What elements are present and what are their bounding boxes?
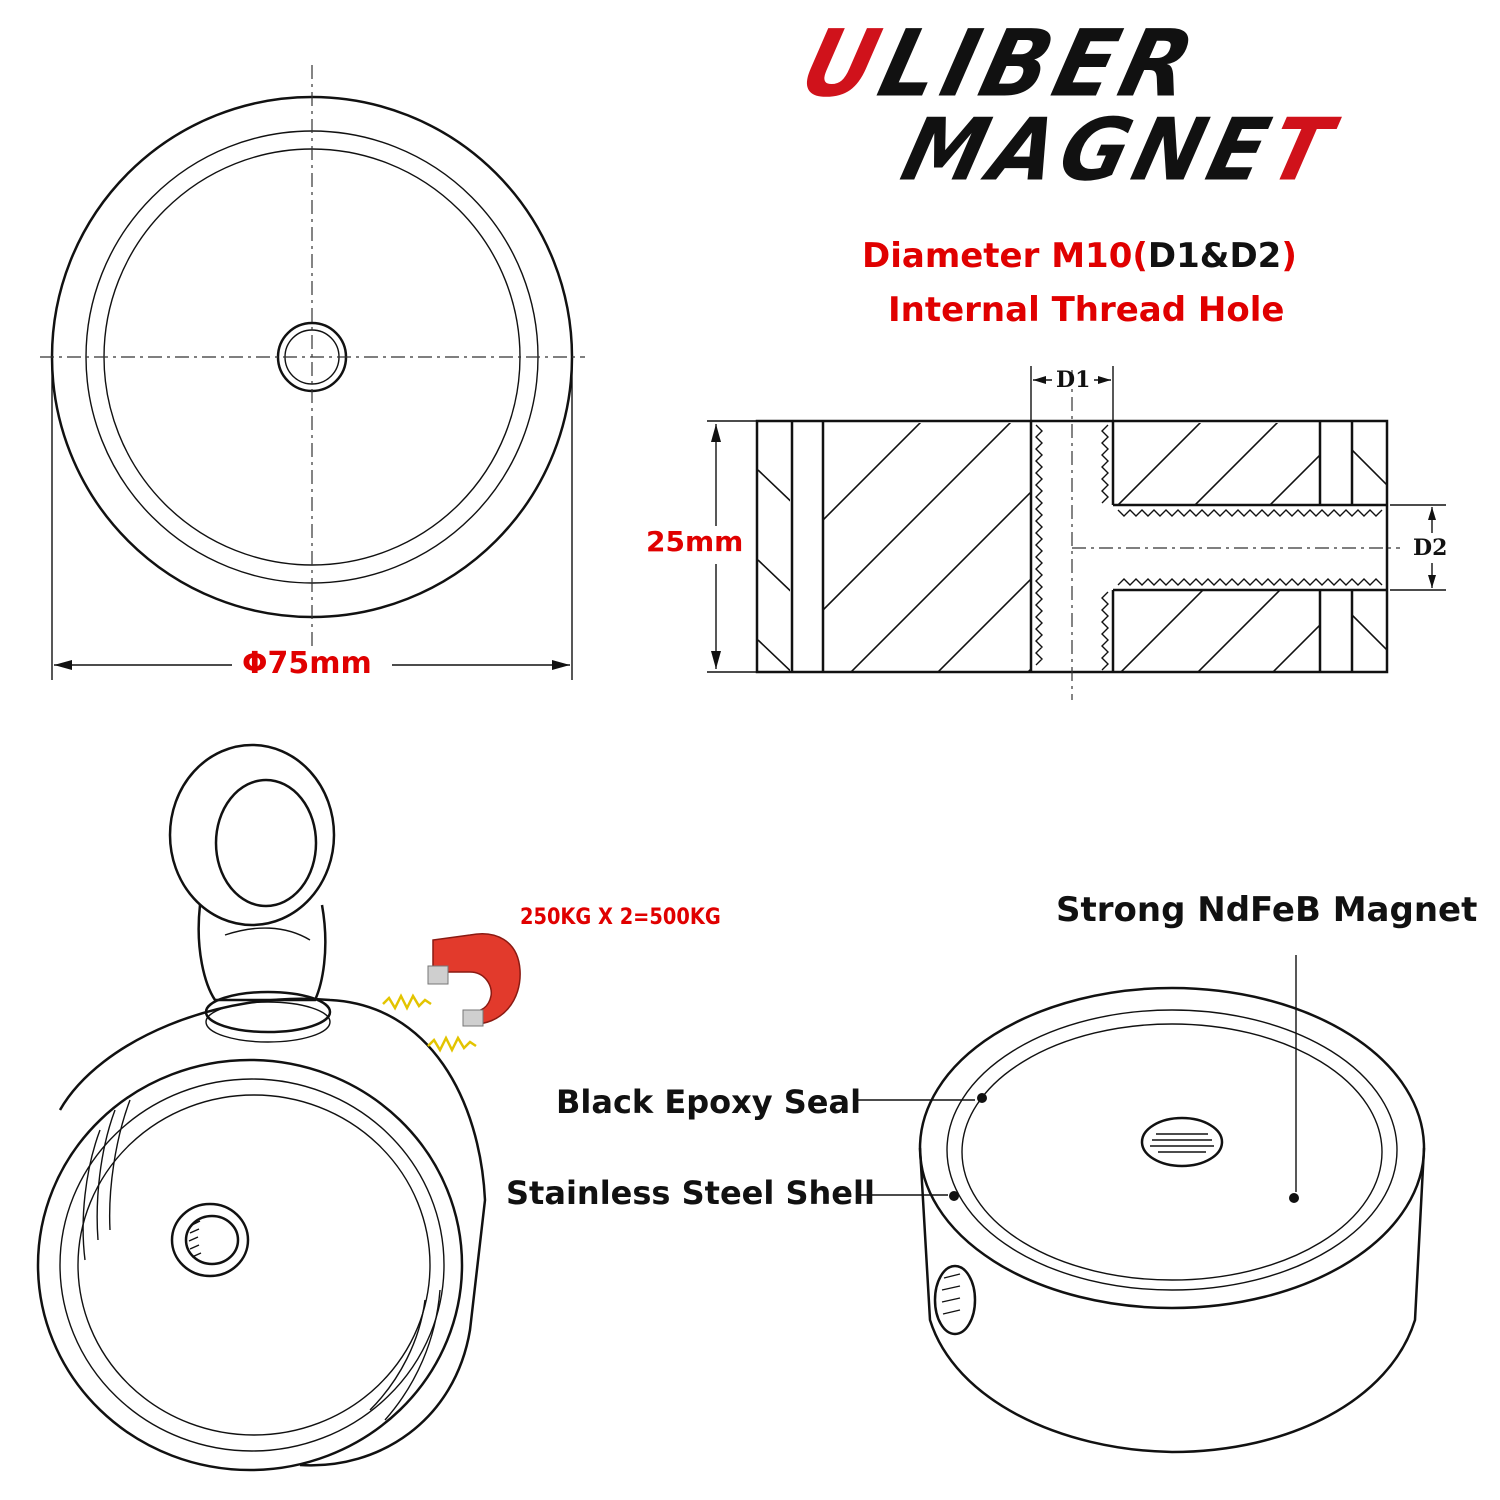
eyebolt-magnet-illustration <box>36 743 487 1472</box>
face-thread-hole <box>170 1202 250 1278</box>
callout-shell: Stainless Steel Shell <box>506 1174 875 1212</box>
height-label: 25mm <box>646 525 744 558</box>
pot-side-wall <box>918 1147 1426 1454</box>
thread-d1-left <box>1035 424 1043 666</box>
d1-label: D1 <box>1056 367 1091 393</box>
magnet-hatch-left <box>823 423 1031 671</box>
pull-force-label: 250KG X 2=500KG <box>520 905 721 930</box>
top-view-drawing <box>40 65 585 680</box>
d2-label: D2 <box>1413 535 1448 561</box>
pot-top-rim <box>918 986 1426 1310</box>
pot-magnet-illustration <box>858 955 1426 1454</box>
pot-side-hole <box>933 1264 977 1336</box>
thread-title-line1: Diameter M10(D1&D2) <box>862 236 1297 276</box>
pot-thread-hole <box>1140 1116 1224 1168</box>
callout-epoxy: Black Epoxy Seal <box>556 1083 862 1121</box>
spring-force-icon <box>382 993 477 1053</box>
magnet-front-face <box>36 1058 464 1472</box>
diameter-label: Φ75mm <box>242 646 372 681</box>
magnet-body-side <box>58 997 487 1467</box>
section-view-drawing <box>707 366 1446 700</box>
thread-d2-bottom <box>1117 578 1383 586</box>
magnet-top-face <box>961 1023 1383 1281</box>
thread-d2-top <box>1117 509 1383 517</box>
eyebolt-ring <box>168 743 336 927</box>
thread-title-line2: Internal Thread Hole <box>888 290 1285 330</box>
callout-magnet: Strong NdFeB Magnet <box>1056 890 1478 930</box>
horseshoe-magnet-icon <box>427 933 521 1027</box>
epoxy-seal-ring <box>946 1009 1398 1291</box>
